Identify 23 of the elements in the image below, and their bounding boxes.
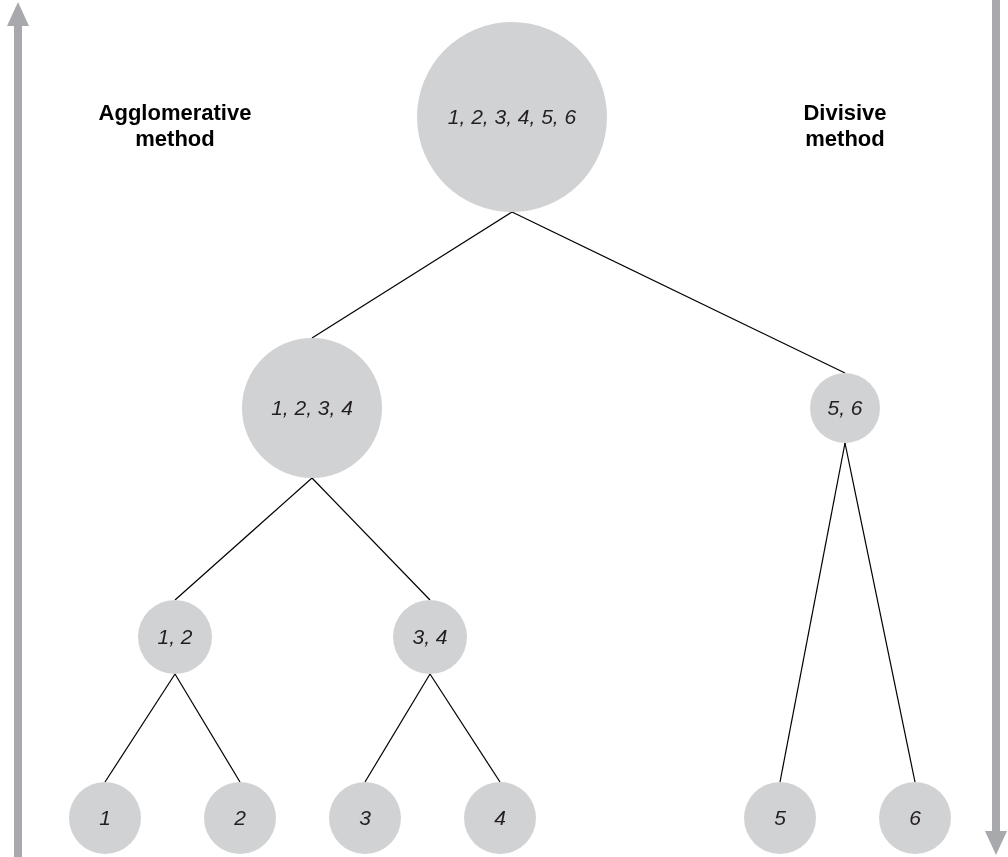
connector-line xyxy=(174,673,241,783)
cluster-label: 1, 2, 3, 4 xyxy=(271,396,353,420)
cluster-label: 1, 2, 3, 4, 5, 6 xyxy=(447,105,577,129)
connector-line xyxy=(311,477,431,601)
cluster-label: 5 xyxy=(774,806,786,830)
cluster-label: 1 xyxy=(99,806,111,830)
connector-line xyxy=(844,442,916,783)
method-label: Divisive method xyxy=(802,100,888,153)
connector-line xyxy=(311,211,513,339)
method-label: Agglomerative method xyxy=(97,100,253,153)
cluster-label: 4 xyxy=(494,806,506,830)
cluster-label: 6 xyxy=(909,806,921,830)
connector-line xyxy=(104,673,176,783)
cluster-label: 3, 4 xyxy=(412,625,448,649)
connector-line xyxy=(779,442,846,783)
cluster-label: 2 xyxy=(234,806,246,830)
cluster-label: 3 xyxy=(359,806,371,830)
connector-line xyxy=(429,673,501,783)
cluster-label: 1, 2 xyxy=(157,625,193,649)
connector-line xyxy=(174,477,313,601)
connector-line xyxy=(511,211,846,374)
cluster-label: 5, 6 xyxy=(827,396,863,420)
connector-line xyxy=(364,673,431,783)
